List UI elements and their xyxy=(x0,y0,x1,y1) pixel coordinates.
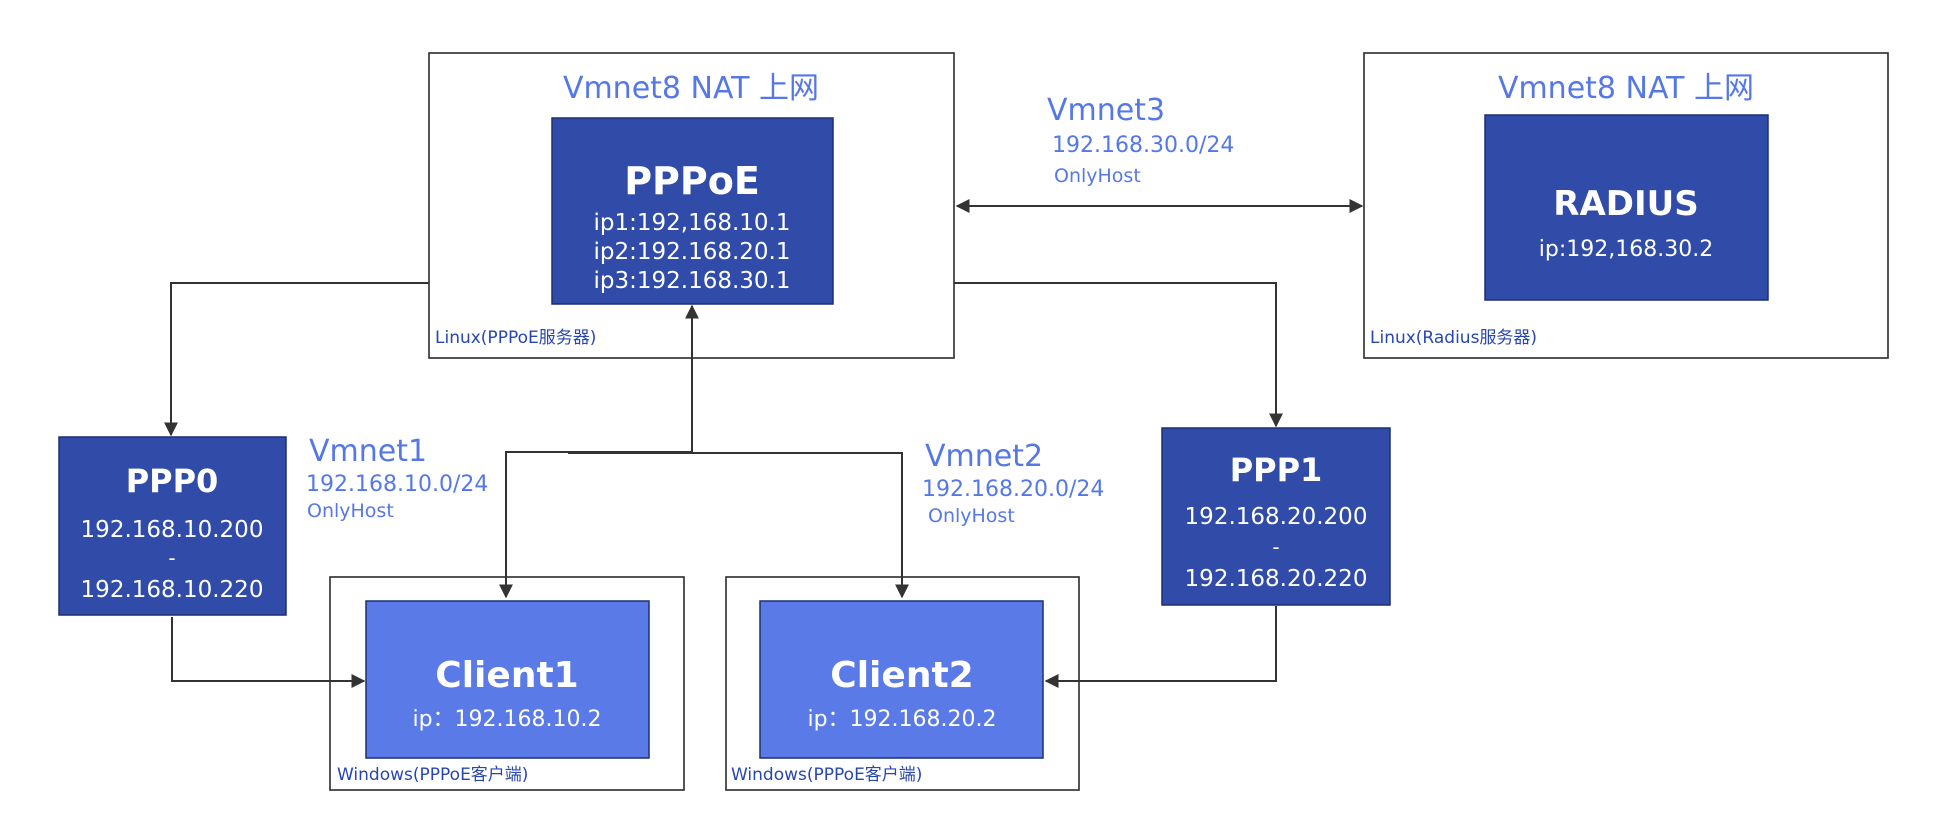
link-vmnet2-to-client2 xyxy=(568,452,909,599)
client2-title: Client2 xyxy=(830,655,973,696)
radius-node xyxy=(1484,114,1769,301)
ppp0-node xyxy=(58,436,287,616)
ppp0-end: 192.168.10.220 xyxy=(81,577,264,603)
radius-frame-header: Vmnet8 NAT 上网 xyxy=(1498,71,1754,106)
ppp1-start: 192.168.20.200 xyxy=(1185,504,1368,530)
client2-ip: ip：192.168.20.2 xyxy=(807,707,996,732)
pppoe-title: PPPoE xyxy=(624,159,760,203)
link-server-to-ppp0 xyxy=(164,282,429,437)
client1-ip: ip：192.168.10.2 xyxy=(412,707,601,732)
ppp1-dash: - xyxy=(1272,535,1279,559)
vmnet2-name: Vmnet2 xyxy=(925,439,1043,474)
ppp0-start: 192.168.10.200 xyxy=(81,517,264,543)
radius-title: RADIUS xyxy=(1553,184,1698,224)
pppoe-ip2: ip2:192.168.20.1 xyxy=(593,239,790,265)
ppp1-title: PPP1 xyxy=(1230,451,1323,489)
link-server-to-ppp1 xyxy=(954,282,1283,428)
client2-node xyxy=(759,600,1044,759)
pppoe-ip1: ip1:192,168.10.1 xyxy=(593,210,790,236)
server-frame-caption: Linux(PPPoE服务器) xyxy=(435,328,596,348)
ppp1-end: 192.168.20.220 xyxy=(1185,566,1368,592)
client2-frame-caption: Windows(PPPoE客户端) xyxy=(731,765,922,785)
vmnet2-subnet: 192.168.20.0/24 xyxy=(922,477,1104,502)
server-frame-header: Vmnet8 NAT 上网 xyxy=(563,71,819,106)
client1-frame-caption: Windows(PPPoE客户端) xyxy=(337,765,528,785)
pppoe-node xyxy=(551,117,834,305)
client1-title: Client1 xyxy=(435,655,578,696)
vmnet1-mode: OnlyHost xyxy=(307,500,394,522)
radius-ip: ip:192,168.30.2 xyxy=(1539,237,1713,262)
link-ppp1-to-client2 xyxy=(1044,606,1277,688)
vmnet1-name: Vmnet1 xyxy=(309,434,427,469)
pppoe-ip3: ip3:192.168.30.1 xyxy=(593,268,790,294)
vmnet2-mode: OnlyHost xyxy=(928,505,1015,527)
link-ppp0-to-client1 xyxy=(171,617,366,688)
vmnet1-subnet: 192.168.10.0/24 xyxy=(306,472,488,497)
radius-frame-caption: Linux(Radius服务器) xyxy=(1370,328,1537,348)
ppp0-dash: - xyxy=(168,546,175,570)
vmnet3-name: Vmnet3 xyxy=(1047,93,1165,128)
vmnet3-mode: OnlyHost xyxy=(1054,165,1141,187)
vmnet3-subnet: 192.168.30.0/24 xyxy=(1052,133,1234,158)
ppp0-title: PPP0 xyxy=(126,462,219,500)
client1-node xyxy=(365,600,650,759)
ppp1-node xyxy=(1161,427,1391,606)
